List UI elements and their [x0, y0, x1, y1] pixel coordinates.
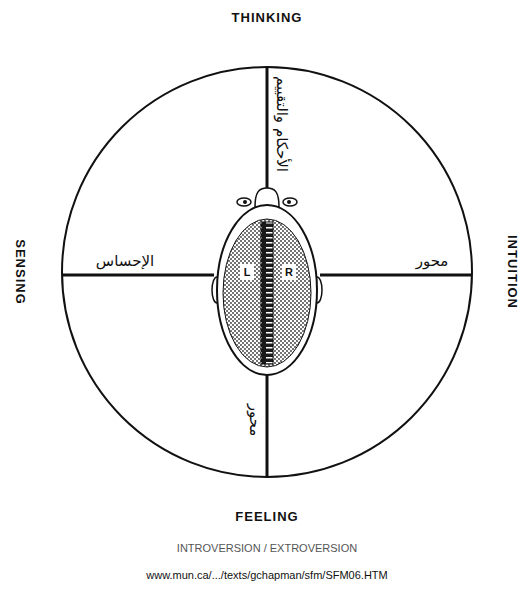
- quadrant-heading: FEELING: [235, 510, 298, 525]
- hemisphere-label: L: [244, 266, 251, 279]
- quadrant-heading: THINKING: [232, 11, 303, 26]
- source-url: www.mun.ca/.../texts/gchapman/sfm/SFM06.…: [146, 569, 387, 582]
- arabic-axis-label: محور: [416, 253, 449, 270]
- arabic-axis-label: الإحساس: [96, 253, 154, 270]
- head-top-view: [212, 188, 322, 375]
- axis-line: [62, 274, 214, 277]
- axis-line: [266, 375, 269, 477]
- quadrant-heading: INTUITION: [505, 235, 520, 309]
- outer-circle: [62, 67, 472, 477]
- arabic-axis-label: محور: [245, 404, 262, 437]
- arabic-axis-label: الأحكام والتقييم: [272, 76, 289, 172]
- quadrant-heading: SENSING: [13, 239, 28, 305]
- axis-line: [266, 67, 269, 188]
- hemisphere-label: R: [285, 266, 293, 279]
- axis-caption: INTROVERSION / EXTROVERSION: [177, 542, 357, 555]
- axis-line: [320, 274, 472, 277]
